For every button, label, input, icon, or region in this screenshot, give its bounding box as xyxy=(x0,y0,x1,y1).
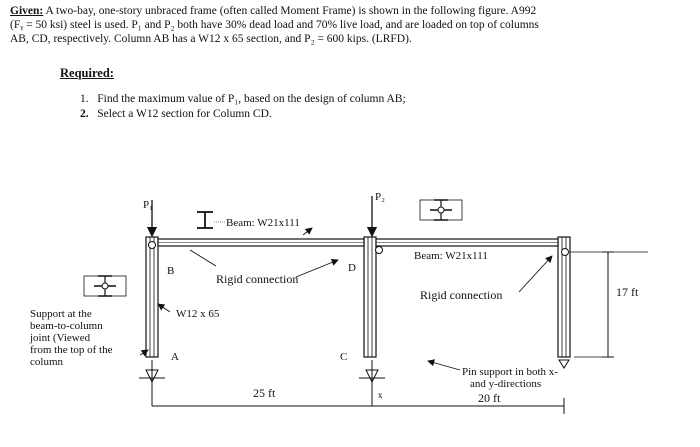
height-17ft-label: 17 ft xyxy=(616,285,639,299)
section-icon-left xyxy=(83,275,127,297)
beam-right xyxy=(375,238,559,247)
column-ab-label: W12 x 65 xyxy=(176,308,220,320)
item-text: Select a W12 section for Column CD. xyxy=(97,108,272,120)
column-right xyxy=(557,236,571,358)
given-line-3: AB, CD, respectively. Column AB has a W1… xyxy=(10,33,412,45)
beam-section-icon xyxy=(197,211,226,229)
column-ab xyxy=(145,236,159,358)
beam-left xyxy=(157,238,365,247)
column-cd xyxy=(363,236,383,358)
required-item-1: 1. Find the maximum value of P₁, based o… xyxy=(80,92,406,106)
axis-x-label: x xyxy=(378,390,383,400)
pin-support-c xyxy=(359,360,385,406)
rigid-left-leader xyxy=(189,249,217,267)
load-p1-label: P₁ xyxy=(143,199,153,211)
pin-note-line-2: and y-directions xyxy=(470,378,541,390)
item-number: 1. xyxy=(80,93,89,105)
beam-left-leader xyxy=(302,227,313,236)
pin-leader xyxy=(427,359,461,371)
dimension-25ft-label: 25 ft xyxy=(253,386,276,400)
node-c-label: C xyxy=(340,351,347,363)
dimension-20ft-label: 20 ft xyxy=(478,391,501,405)
rigid-right-label: Rigid connection xyxy=(420,288,502,302)
section-icon-middle xyxy=(419,199,463,221)
beam-left-label: Beam: W21x111 xyxy=(226,217,300,229)
pin-support-right xyxy=(558,359,570,369)
required-item-2: 2. Select a W12 section for Column CD. xyxy=(80,107,272,121)
node-b-label: B xyxy=(167,265,174,277)
given-label: Given: xyxy=(10,5,44,17)
given-line-2: (Fᵧ = 50 ksi) steel is used. P₁ and P₂ b… xyxy=(10,19,539,31)
pin-note-line-1: Pin support in both x- xyxy=(462,366,558,378)
support-note-line-3: joint (Viewed xyxy=(29,332,91,344)
required-heading: Required: xyxy=(60,66,114,80)
load-p2-label: P₂ xyxy=(375,191,385,203)
column-ab-leader xyxy=(157,303,171,313)
beam-right-label: Beam: W21x111 xyxy=(414,250,488,262)
support-note-line-5: column xyxy=(30,356,63,368)
node-d-label: D xyxy=(348,262,356,274)
node-a-label: A xyxy=(171,351,179,363)
support-note-line-2: beam-to-column xyxy=(30,320,103,332)
item-number: 2. xyxy=(80,108,89,120)
given-line-1: A two-bay, one-story unbraced frame (oft… xyxy=(45,5,537,17)
given-paragraph: Given: A two-bay, one-story unbraced fra… xyxy=(10,4,690,46)
support-note-line-1: Support at the xyxy=(30,308,92,320)
item-text: Find the maximum value of P₁, based on t… xyxy=(97,93,406,105)
support-note-line-4: from the top of the xyxy=(30,344,113,356)
pin-support-a xyxy=(139,360,165,406)
rigid-right-leader xyxy=(518,255,553,293)
rigid-left-label: Rigid connection xyxy=(216,272,298,286)
